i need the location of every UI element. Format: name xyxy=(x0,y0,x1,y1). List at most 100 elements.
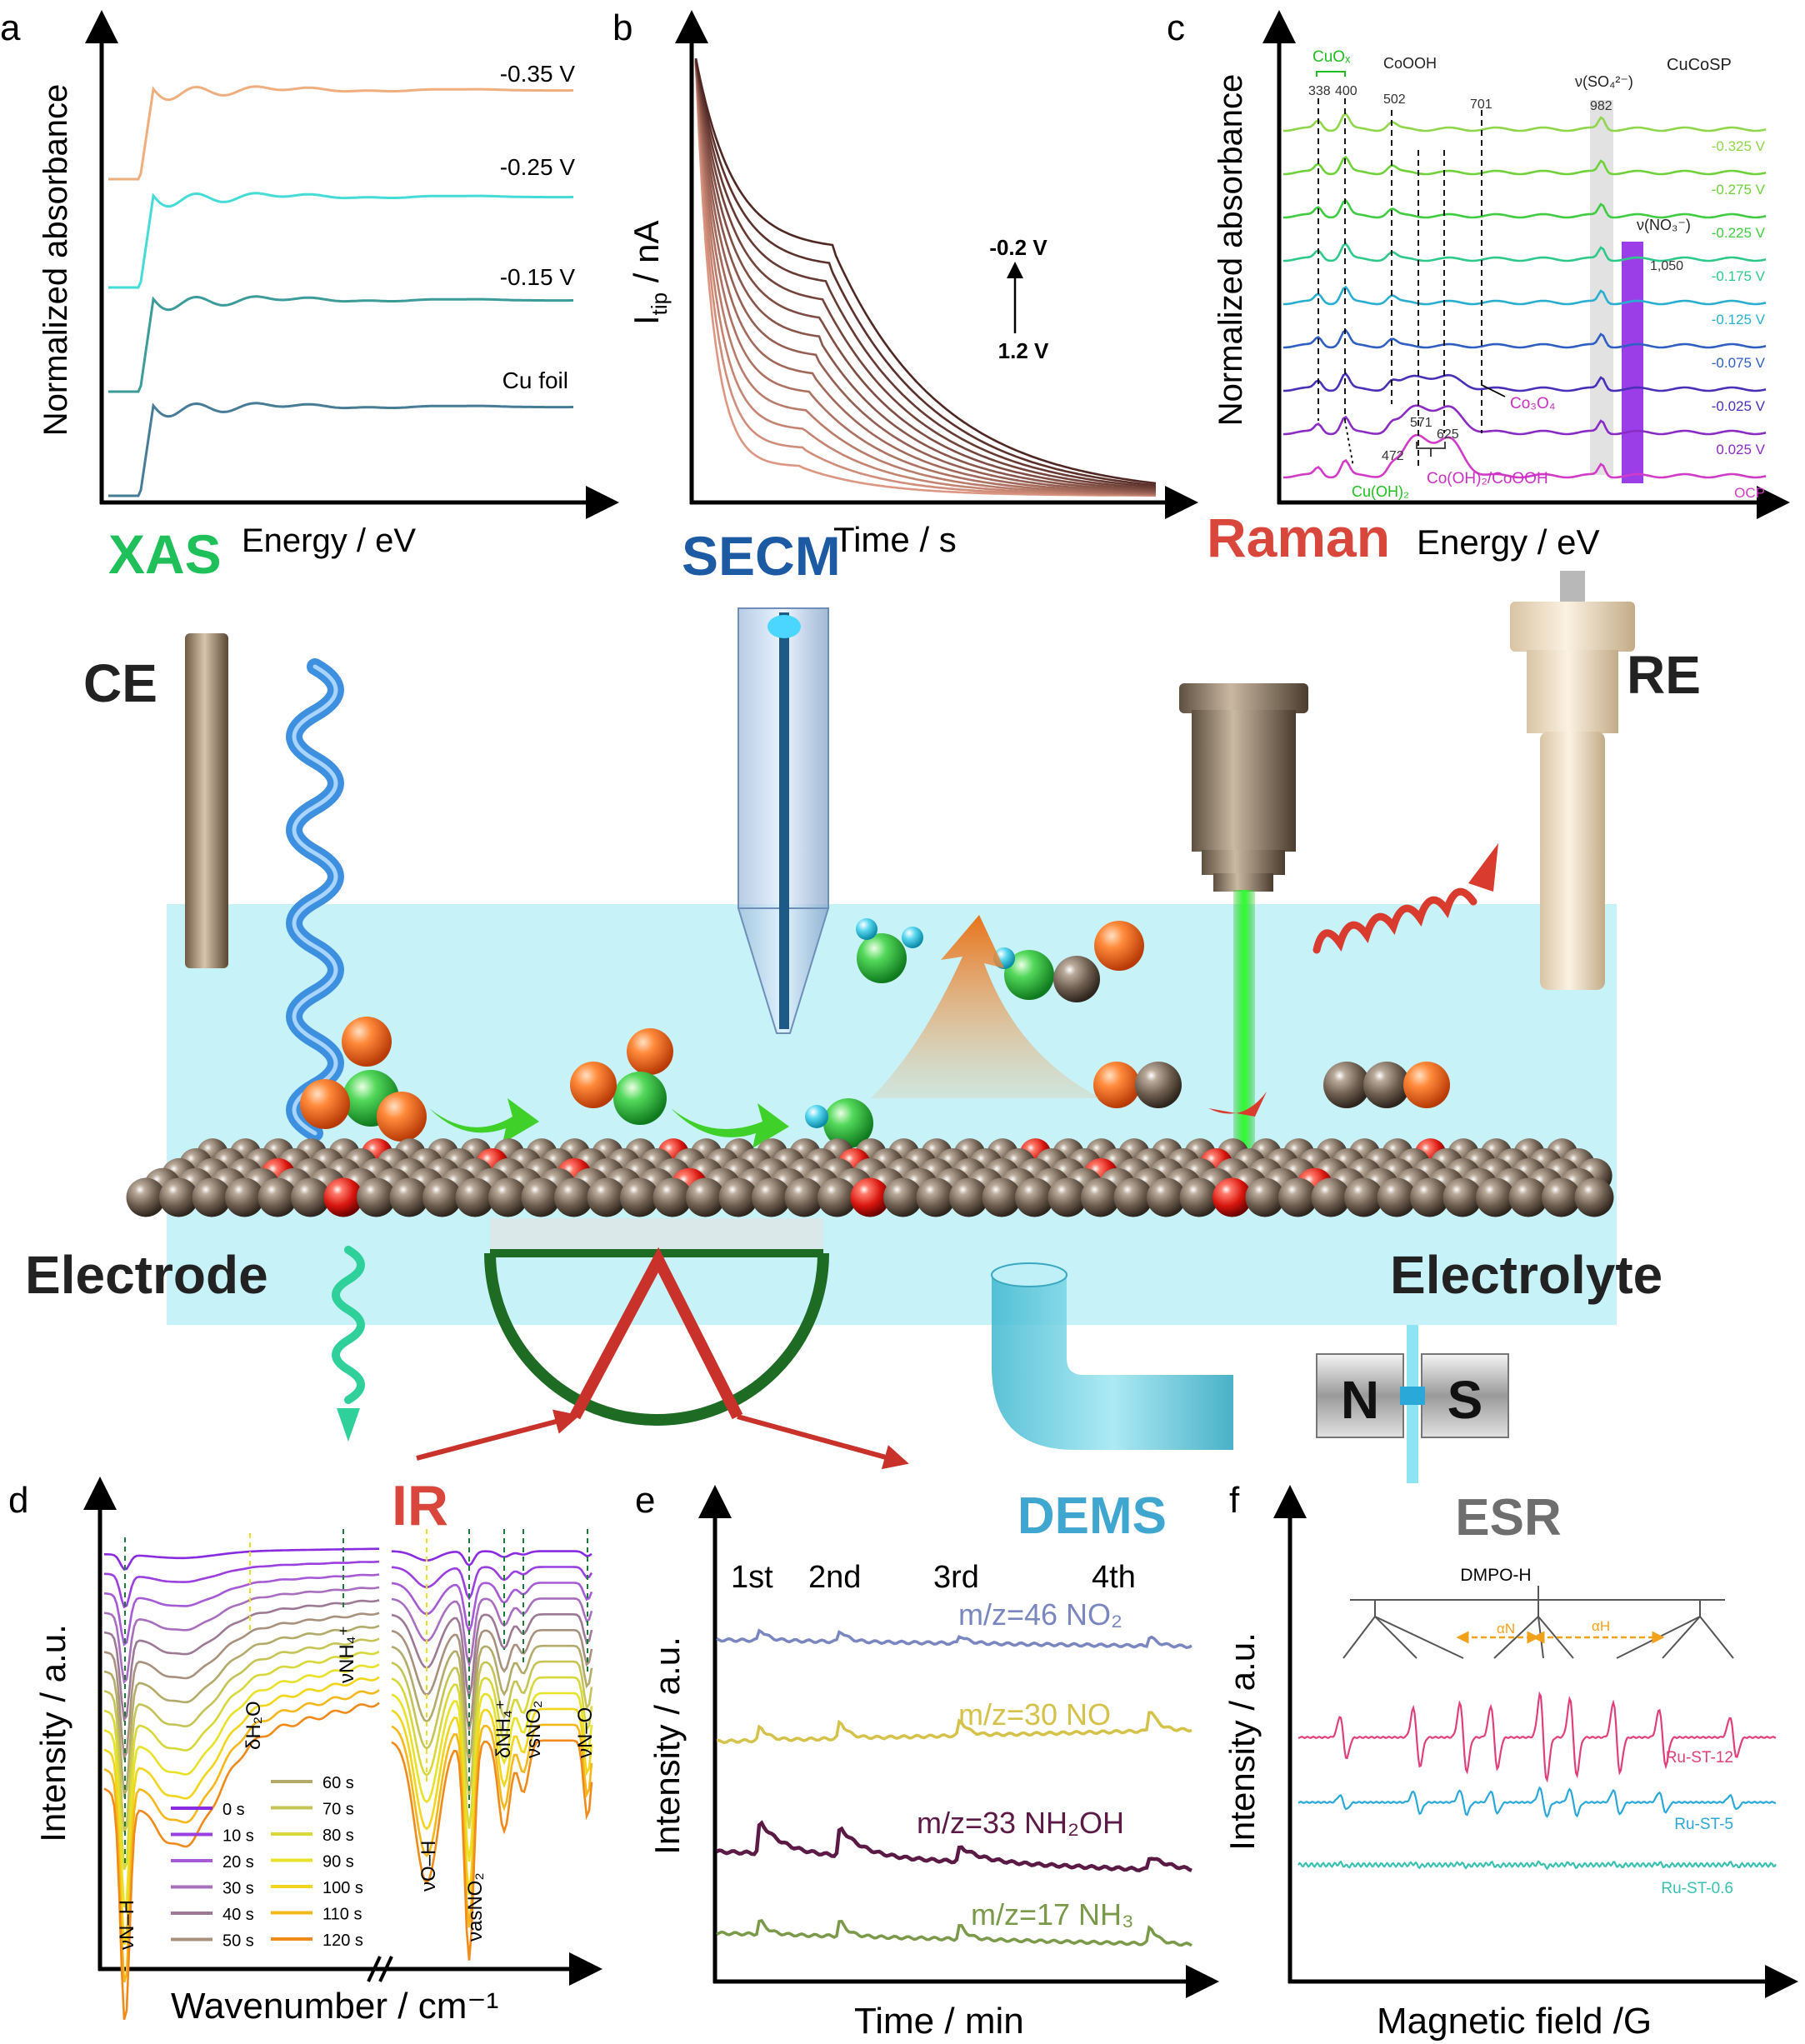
raman-objective xyxy=(1179,683,1308,892)
ir-trace-left-4 xyxy=(103,1599,380,1722)
metal-atom xyxy=(1508,1177,1548,1217)
ir-legend-label-1: 10 s xyxy=(222,1827,254,1846)
reaction-arrow-2 xyxy=(671,1103,789,1148)
ir-legend-label-7: 70 s xyxy=(322,1801,354,1819)
ir-legend-label-4: 40 s xyxy=(222,1906,254,1924)
ir-trace-right-10 xyxy=(391,1707,593,1895)
panel-b-letter: b xyxy=(612,7,632,48)
panel-c-cooh2: Co(OH)₂/CoOOH xyxy=(1427,470,1548,487)
esr-tree-h-7 xyxy=(1662,1616,1701,1659)
metal-atom xyxy=(1442,1177,1482,1217)
panel-c-traces xyxy=(1282,112,1767,479)
ir-legend-label-5: 50 s xyxy=(222,1932,254,1951)
panel-c-letter: c xyxy=(1167,7,1185,48)
panel-a-label-015: -0.15 V xyxy=(500,264,576,290)
panel-e-label-no: m/z=30 NO xyxy=(958,1697,1111,1732)
panel-d-x-label: Wavenumber / cm⁻¹ xyxy=(171,1986,498,2027)
raman-scattered-photon xyxy=(1312,887,1478,954)
panel-b-arrow-top: -0.2 V xyxy=(989,235,1048,260)
metal-atom xyxy=(488,1177,528,1217)
metal-atom xyxy=(1542,1177,1581,1217)
ir-legend-label-10: 100 s xyxy=(322,1879,363,1897)
ir-trace-right-3 xyxy=(391,1597,593,1669)
metal-atom xyxy=(1147,1177,1186,1217)
raman-potential-label-1: -0.275 V xyxy=(1712,182,1766,197)
panel-f-y-label: Intensity / a.u. xyxy=(1222,1632,1262,1850)
raman-incident-arrow xyxy=(1208,1092,1267,1117)
ir-legend-label-6: 60 s xyxy=(322,1774,354,1792)
panel-f-letter: f xyxy=(1229,1480,1240,1521)
svg-text:νNH₄⁺: νNH₄⁺ xyxy=(336,1626,358,1683)
electrode-label: Electrode xyxy=(25,1245,268,1305)
panel-c-cuoh2: Cu(OH)₂ xyxy=(1352,483,1409,500)
panel-b-x-label: Time / s xyxy=(833,520,957,559)
dems-trace-1 xyxy=(716,1711,1192,1745)
metal-atom xyxy=(455,1177,495,1217)
svg-text:νN–H: νN–H xyxy=(116,1900,138,1950)
raman-trace-7 xyxy=(1282,404,1767,436)
atr-prism xyxy=(484,1252,829,1426)
secm-tip xyxy=(737,607,830,1034)
secm-trace-0 xyxy=(694,64,1156,497)
panel-e-cycle-1: 1st xyxy=(731,1560,773,1595)
metal-atom xyxy=(1377,1177,1417,1217)
electrode-surface-atoms xyxy=(126,1138,1614,1217)
panel-c-no3: ν(NO₃⁻) xyxy=(1637,217,1691,233)
metal-atom xyxy=(686,1177,725,1217)
esr-tree-h-1 xyxy=(1374,1616,1418,1659)
metal-atom xyxy=(422,1177,462,1217)
panel-a-label-035: -0.35 V xyxy=(500,61,576,87)
xas-trace-2 xyxy=(108,295,573,393)
metal-atom xyxy=(1410,1177,1449,1217)
panel-c-sulfate-band xyxy=(1590,100,1613,475)
panel-f-adduct: DMPO-H xyxy=(1460,1566,1531,1585)
metal-atom xyxy=(620,1177,659,1217)
panel-c-p571: 571 xyxy=(1410,416,1432,430)
panel-c-cuox: CuOₓ xyxy=(1312,48,1351,66)
fluorescence-wave xyxy=(332,1246,365,1404)
ce-label: CE xyxy=(83,653,158,713)
panel-f-label-5: Ru-ST-5 xyxy=(1674,1816,1733,1833)
ir-trace-right-12 xyxy=(391,1739,593,1961)
ir-trace-left-2 xyxy=(103,1573,380,1647)
xas-trace-3 xyxy=(108,402,573,497)
secm-trace-5 xyxy=(694,62,1157,495)
esr-tree-h-2 xyxy=(1374,1616,1464,1659)
reaction-arrow-1 xyxy=(429,1098,539,1143)
ir-legend-label-3: 30 s xyxy=(222,1880,254,1898)
metal-atom xyxy=(1344,1177,1383,1217)
panel-c-472-guide xyxy=(1344,420,1354,467)
panel-b-arrow-bottom: 1.2 V xyxy=(998,338,1049,363)
raman-potential-label-0: -0.325 V xyxy=(1712,138,1766,154)
raman-trace-0 xyxy=(1282,112,1767,132)
panel-a-xas: a Normalized absorbance Energy / eV XAS … xyxy=(0,7,619,585)
ir-trace-left-5 xyxy=(103,1612,380,1761)
magnet-s: S xyxy=(1448,1370,1483,1430)
ir-trace-right-5 xyxy=(391,1629,593,1731)
panel-d-legend: 0 s10 s20 s30 s40 s50 s60 s70 s80 s90 s1… xyxy=(171,1774,363,1951)
panel-c-x-label: Energy / eV xyxy=(1417,522,1599,562)
nh-molecule xyxy=(805,1098,873,1148)
raman-trace-6 xyxy=(1282,372,1767,392)
panel-c-technique: Raman xyxy=(1207,507,1390,568)
panel-c-p625: 625 xyxy=(1437,427,1459,442)
panel-e-cycle-2: 2nd xyxy=(808,1560,861,1595)
ir-beam-in xyxy=(416,1409,580,1461)
panel-d-y-label: Intensity / a.u. xyxy=(33,1624,72,1842)
panel-f-alpha-n: αN xyxy=(1497,1621,1515,1637)
ir-beam-path xyxy=(569,1247,743,1420)
ir-legend-label-2: 20 s xyxy=(222,1853,254,1872)
ir-trace-left-6 xyxy=(103,1624,380,1799)
xas-trace-0 xyxy=(108,85,573,181)
panel-e-letter: e xyxy=(635,1480,655,1521)
metal-atom xyxy=(982,1177,1022,1217)
panel-c-p1050: 1,050 xyxy=(1650,259,1683,273)
metal-atom xyxy=(1311,1177,1351,1217)
panel-c-p982: 982 xyxy=(1590,99,1612,113)
esr-tree-h-8 xyxy=(1699,1616,1734,1659)
reference-electrode xyxy=(1510,571,1635,990)
svg-text:νasNO₂: νasNO₂ xyxy=(464,1872,487,1942)
panel-f-alpha-h: αH xyxy=(1592,1618,1610,1634)
esr-magnet xyxy=(1316,1325,1509,1483)
panel-e-technique: DEMS xyxy=(1018,1487,1167,1545)
